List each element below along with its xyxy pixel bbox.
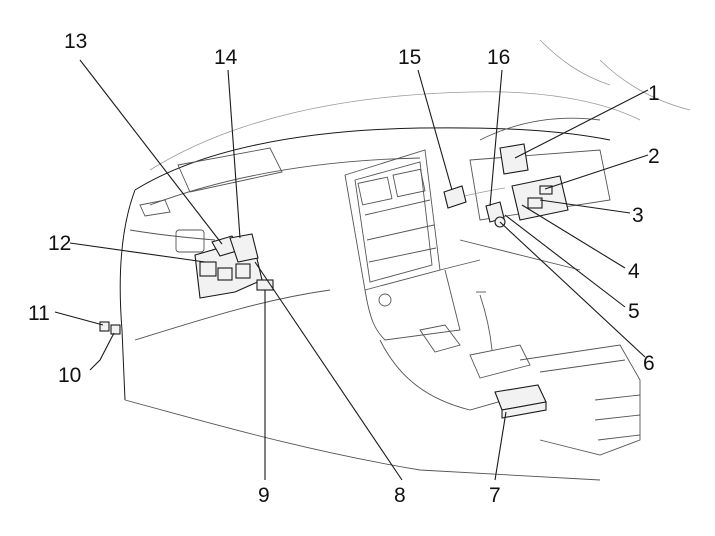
relay-12: [199, 261, 217, 277]
callout-5: 5: [628, 300, 640, 323]
callout-6: 6: [643, 352, 655, 375]
callout-12: 12: [48, 232, 71, 255]
callout-labels: 1 2 3 4 5 6 7 8 9 10 11 12 13 14 15 16: [28, 30, 660, 507]
callout-14: 14: [214, 46, 238, 69]
callout-1: 1: [648, 82, 660, 105]
relay-block-b: [235, 263, 251, 279]
relay-14: [229, 233, 259, 263]
callout-11: 11: [28, 302, 50, 325]
callout-7: 7: [489, 484, 501, 507]
relay-15: [443, 185, 467, 209]
callout-10: 10: [58, 364, 81, 387]
leader-lines: [54, 59, 649, 481]
callout-2: 2: [648, 145, 660, 168]
dashboard-outline: [119, 39, 691, 481]
callout-9: 9: [258, 484, 270, 507]
callout-13: 13: [64, 30, 87, 53]
connector-10: [110, 324, 121, 335]
components: [99, 143, 569, 419]
connector-11: [99, 321, 110, 332]
callout-3: 3: [632, 204, 644, 227]
callout-16: 16: [487, 46, 510, 69]
relay-2: [539, 185, 553, 195]
ecu-7-side: [501, 401, 547, 419]
relay-3: [527, 197, 543, 209]
relay-1: [499, 143, 529, 175]
callout-4: 4: [628, 260, 640, 283]
callout-8: 8: [394, 484, 406, 507]
relay-block-a: [217, 267, 233, 281]
callout-15: 15: [398, 46, 421, 69]
